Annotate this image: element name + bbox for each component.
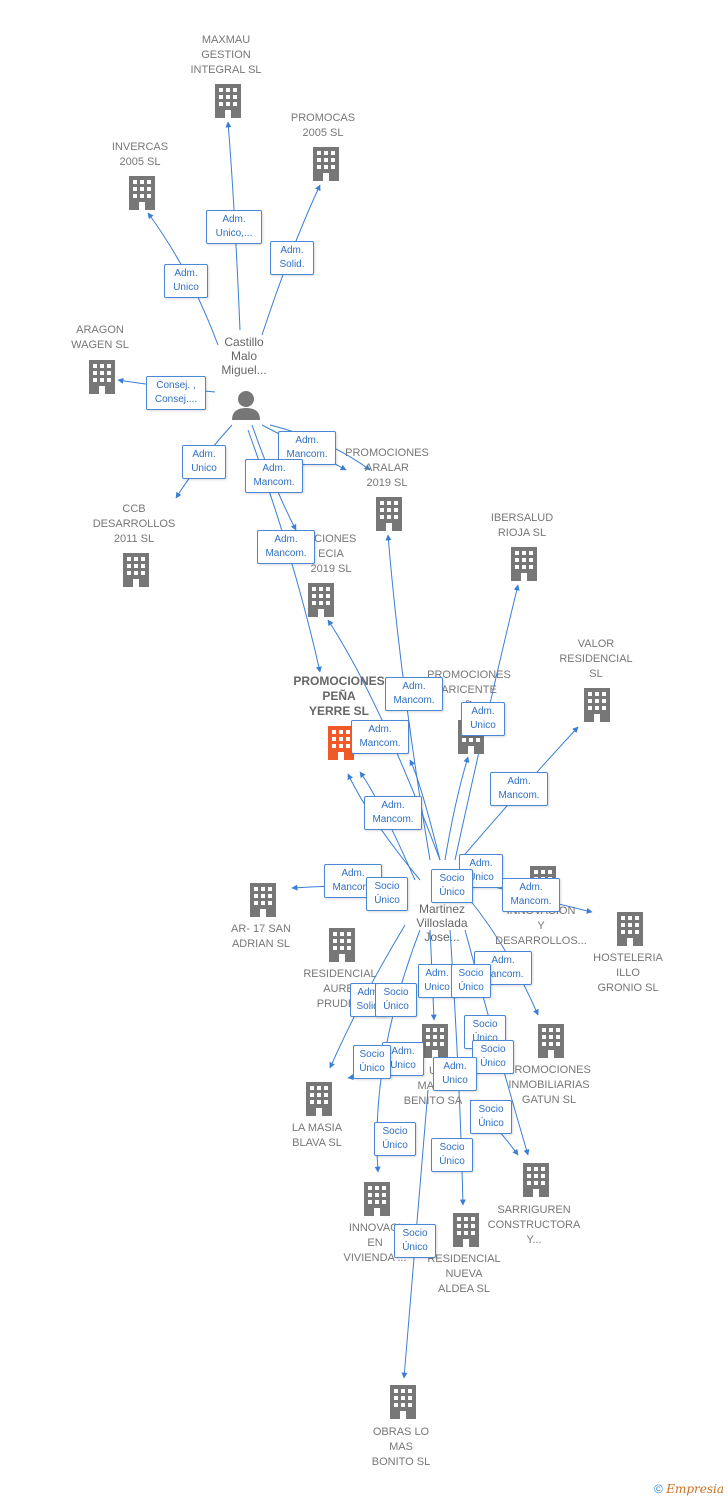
relation-badge[interactable]: Adm. Mancom.: [385, 677, 443, 711]
invercas-building-icon: [129, 176, 155, 210]
ibersalud-building-icon: [511, 547, 537, 581]
relation-badge[interactable]: Adm. Mancom.: [502, 878, 560, 912]
relation-badge[interactable]: Adm. Unico: [461, 702, 505, 736]
aurei-building-icon: [329, 928, 355, 962]
company-label-valor[interactable]: VALOR RESIDENCIAL SL: [559, 638, 633, 680]
company-label-ccb[interactable]: CCB DESARROLLOS 2011 SL: [92, 503, 176, 545]
company-label-aragon[interactable]: ARAGON WAGEN SL: [71, 324, 129, 351]
relation-badge[interactable]: Adm. Mancom.: [245, 459, 303, 493]
person-label-martinez[interactable]: Martinez Villoslada Jose...: [416, 902, 468, 944]
relation-badge[interactable]: Adm. Mancom.: [490, 772, 548, 806]
relation-badge[interactable]: Socio Único: [431, 869, 473, 903]
relation-badge[interactable]: Socio Único: [374, 1122, 416, 1156]
company-label-ar17[interactable]: AR- 17 SAN ADRIAN SL: [231, 923, 291, 950]
promocas-building-icon: [313, 147, 339, 181]
ar17-building-icon: [250, 883, 276, 917]
relation-badge[interactable]: Socio Único: [366, 877, 408, 911]
relation-badge[interactable]: Adm. Unico: [182, 445, 226, 479]
company-label-obras[interactable]: OBRAS LO MAS BONITO SL: [371, 1426, 431, 1468]
relation-badge[interactable]: Adm. Mancom.: [257, 530, 315, 564]
relation-badge[interactable]: Adm. Unico,...: [206, 210, 262, 244]
company-label-maxmau[interactable]: MAXMAU GESTION INTEGRAL SL: [190, 34, 262, 76]
ccb-building-icon: [123, 553, 149, 587]
person-label-castillo[interactable]: Castillo Malo Miguel...: [221, 335, 267, 377]
company-label-sarriguren[interactable]: SARRIGUREN CONSTRUCTORA Y...: [487, 1204, 581, 1246]
relation-badge[interactable]: Socio Único: [394, 1224, 436, 1258]
aragon-building-icon: [89, 360, 115, 394]
company-label-gatun[interactable]: PROMOCIONES INMOBILIARIAS GATUN SL: [507, 1064, 591, 1106]
relation-badge[interactable]: Adm. Mancom.: [351, 720, 409, 754]
maxmau-building-icon: [215, 84, 241, 118]
company-label-ocecia[interactable]: OCIONES ECIA 2019 SL: [305, 533, 357, 575]
relation-badge[interactable]: Socio Único: [353, 1045, 391, 1079]
relation-badge[interactable]: Socio Único: [470, 1100, 512, 1134]
obras-building-icon: [390, 1385, 416, 1419]
relation-badge[interactable]: Socio Único: [431, 1138, 473, 1172]
innovivienda-building-icon: [364, 1182, 390, 1216]
ocecia-building-icon: [308, 583, 334, 617]
relation-badge[interactable]: Socio Único: [375, 983, 417, 1017]
relation-badge[interactable]: Adm. Mancom.: [364, 796, 422, 830]
brand-logo: Empresia: [666, 1482, 724, 1496]
company-label-promocas[interactable]: PROMOCAS 2005 SL: [290, 112, 356, 139]
company-label-ibersalud[interactable]: IBERSALUD RIOJA SL: [490, 512, 554, 539]
relation-badge[interactable]: Adm. Unico: [418, 964, 456, 998]
aralar-building-icon: [376, 497, 402, 531]
edge: [409, 759, 441, 861]
person-icon: [232, 391, 260, 420]
edge: [444, 756, 470, 861]
company-label-invercas[interactable]: INVERCAS 2005 SL: [111, 141, 169, 168]
relation-badge[interactable]: Socio Único: [472, 1040, 514, 1074]
relation-badge[interactable]: Adm. Unico: [433, 1057, 477, 1091]
company-label-pyerre[interactable]: PROMOCIONES PEÑA YERRE SL: [293, 674, 385, 718]
company-label-innovivienda[interactable]: INNOVACI EN VIVIENDA ...: [343, 1222, 407, 1264]
sarriguren-building-icon: [523, 1163, 549, 1197]
relation-badge[interactable]: Adm. Solid.: [270, 241, 314, 275]
company-label-masia[interactable]: LA MASIA BLAVA SL: [291, 1122, 343, 1149]
relation-badge[interactable]: Adm. Unico: [164, 264, 208, 298]
martbenito-building-icon: [422, 1024, 448, 1058]
company-label-aricente[interactable]: PROMOCIONES ARICENTE D: [427, 669, 511, 711]
relation-badge[interactable]: Socio Único: [451, 964, 491, 998]
company-label-aralar[interactable]: PROMOCIONES ARALAR 2019 SL: [345, 447, 429, 489]
company-label-nuevaaldea[interactable]: RESIDENCIAL NUEVA ALDEA SL: [427, 1253, 501, 1295]
gatun-building-icon: [538, 1024, 564, 1058]
company-label-hosteleria[interactable]: HOSTELERIA ILLO GRONIO SL: [593, 952, 663, 994]
masia-building-icon: [306, 1082, 332, 1116]
valor-building-icon: [584, 688, 610, 722]
footer-brand[interactable]: © Empresia: [654, 1482, 724, 1496]
relation-badge[interactable]: Consej. , Consej....: [146, 376, 206, 410]
hosteleria-building-icon: [617, 912, 643, 946]
copyright-symbol: ©: [654, 1482, 663, 1496]
